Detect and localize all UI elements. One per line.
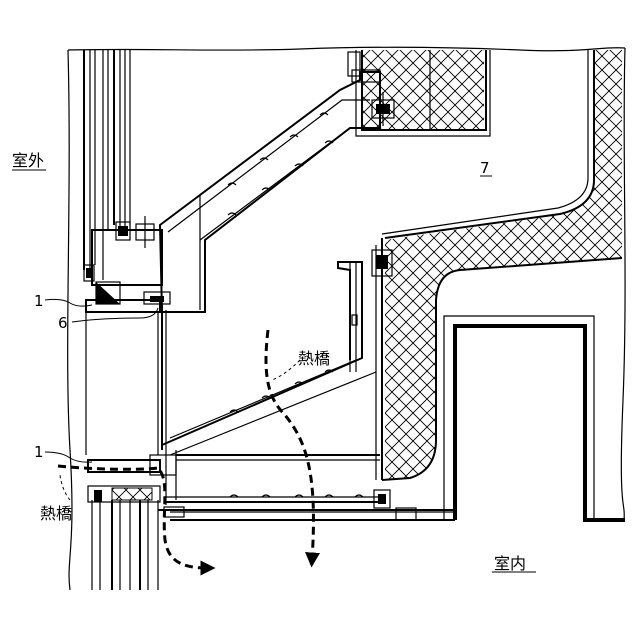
- label-thermal-bridge-upper: 熱橋: [298, 349, 330, 368]
- leader-line-thermal-bridge-upper: [272, 360, 300, 380]
- lower-sill-frame: [88, 455, 184, 590]
- ref-number-1-upper: 1: [34, 292, 44, 310]
- leader-line-ref-6: [72, 308, 158, 322]
- break-line-top: [68, 47, 625, 51]
- leader-line-thermal-bridge-lower: [60, 475, 70, 500]
- label-outdoor: 室外: [12, 151, 44, 170]
- label-indoor: 室内: [494, 554, 526, 573]
- ref-number-7: 7: [480, 159, 490, 177]
- ref-number-6: 6: [58, 314, 68, 332]
- upper-slab-block: [356, 50, 490, 136]
- upper-sill-frame: [84, 222, 170, 312]
- label-thermal-bridge-lower: 熱橋: [40, 504, 72, 523]
- leader-line-ref-1-lower: [45, 452, 92, 462]
- spandrel-panel: [86, 305, 166, 455]
- ref-number-1-lower: 1: [34, 443, 44, 461]
- thermal-bridge-path-left: [58, 466, 208, 568]
- upper-slanted-bracket: [136, 52, 394, 312]
- exterior-glazing: [84, 50, 130, 280]
